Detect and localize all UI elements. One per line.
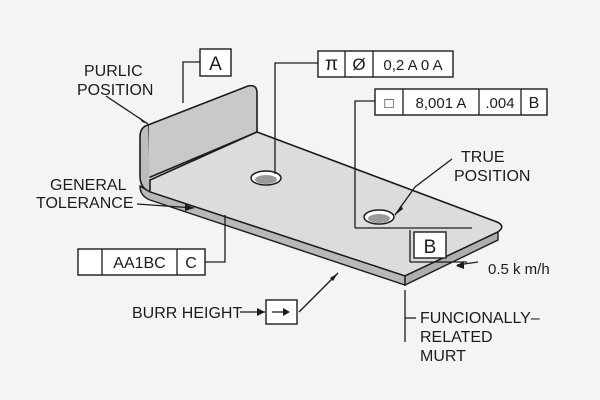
frame-mid-tolerance: .004 (485, 95, 514, 112)
frame-mid-symbol: □ (384, 95, 393, 112)
label-related: RELATED (420, 329, 493, 346)
label-general: GENERAL (50, 177, 127, 194)
frame-top-diameter: Ø (352, 55, 365, 74)
datum-b-text: B (424, 237, 437, 258)
frame-left-value: AA1BC (113, 255, 165, 272)
frame-left: AA1BC C (77, 248, 206, 276)
label-position-right: POSITION (454, 168, 530, 185)
label-murt: MURT (420, 348, 466, 365)
frame-mid-value: 8,001 A (416, 95, 467, 112)
frame-mid-datum: B (529, 95, 540, 112)
part-right-edge (404, 230, 499, 287)
datum-a-text: A (209, 54, 222, 75)
label-tolerance: TOLERANCE (36, 195, 134, 212)
hole-left-inner (255, 175, 277, 184)
datum-a-box: A (199, 48, 232, 77)
hole-right-inner (368, 214, 390, 223)
frame-top-value: 0,2 A 0 A (383, 57, 442, 74)
part-flange-face (147, 84, 258, 180)
leader-lines (105, 61, 479, 342)
label-burr-height: BURR HEIGHT (132, 305, 242, 322)
label-funcionally: FUNCIONALLY– (420, 310, 540, 327)
part-front-edge (139, 184, 406, 286)
frame-mid: □ 8,001 A .004 B (374, 88, 548, 116)
frame-top: π Ø 0,2 A 0 A (317, 50, 454, 78)
label-true: TRUE (461, 149, 505, 166)
label-speed: 0.5 k m/h (488, 261, 550, 278)
burr-height-symbol (265, 299, 298, 325)
datum-b-box: B (413, 231, 447, 259)
label-position-left: POSITION (77, 82, 153, 99)
frame-left-datum: C (185, 255, 197, 272)
labels: PURLIC POSITION GENERAL TOLERANCE TRUE P… (36, 63, 550, 365)
label-purlic: PURLIC (84, 63, 143, 80)
frame-top-symbol: π (325, 54, 338, 75)
